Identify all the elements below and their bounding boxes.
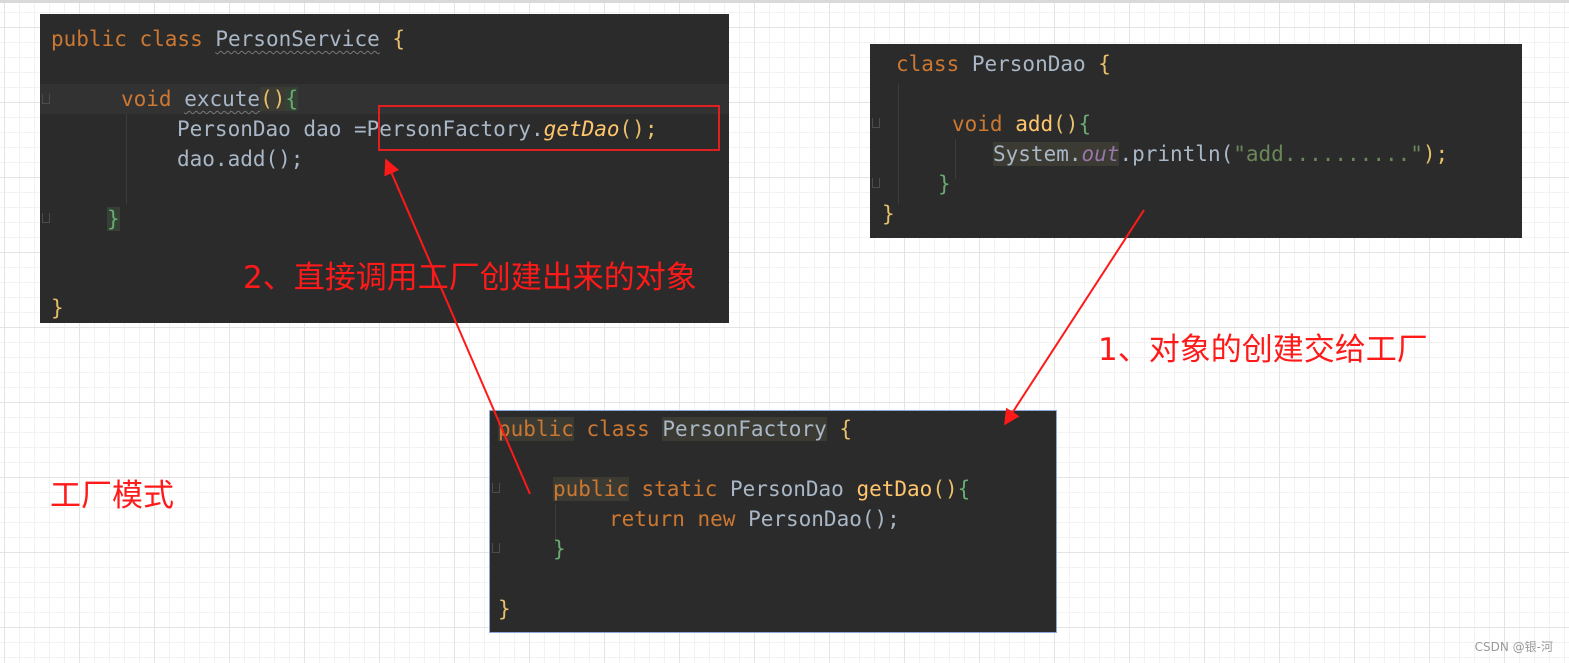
method-call: getDao	[543, 117, 620, 141]
keyword: public class	[51, 27, 216, 51]
paren: ()	[260, 87, 286, 111]
factory-ref: PersonFactory.	[366, 117, 544, 141]
static-field: out	[1081, 142, 1120, 166]
keyword: void	[952, 112, 1016, 136]
code-line-2: void add(){	[952, 109, 1091, 139]
fold-marker	[42, 213, 50, 223]
code-line-3: System.out.println("add..........");	[993, 139, 1448, 169]
fold-marker	[872, 118, 880, 128]
highlight-box	[378, 105, 720, 151]
method-call: .println(	[1119, 142, 1234, 166]
indent-guide	[898, 84, 899, 204]
code-line-1: public class PersonService {	[51, 24, 405, 54]
brace: {	[285, 87, 299, 111]
fold-marker	[872, 178, 880, 188]
keyword: public	[498, 417, 574, 441]
code-line-6: }	[51, 293, 64, 323]
code-line-1: class PersonDao {	[896, 49, 1111, 79]
brace: }	[51, 296, 64, 320]
brace: }	[882, 202, 895, 226]
code-line-5: }	[107, 204, 120, 234]
string-literal: "add.........."	[1233, 142, 1423, 166]
call-end: );	[1422, 142, 1449, 166]
method-name: add	[1015, 112, 1054, 136]
code-line-1: public class PersonFactory {	[498, 414, 852, 444]
person-dao-code: class PersonDao { void add(){ System.out…	[870, 44, 1522, 238]
code-line-5: }	[498, 594, 511, 624]
indent-guide	[955, 139, 956, 179]
code-line-5: }	[882, 199, 895, 229]
keyword: void	[121, 87, 185, 111]
keyword: return new	[609, 507, 749, 531]
brace: {	[826, 417, 853, 441]
code-line-4: }	[553, 534, 566, 564]
watermark: CSDN @银-河	[1474, 640, 1553, 654]
brace: {	[1085, 52, 1111, 76]
paren: ()	[1053, 112, 1079, 136]
fold-marker	[492, 483, 500, 493]
constructor-call: PersonDao();	[748, 507, 900, 531]
brace: }	[553, 537, 566, 561]
brace: }	[938, 172, 951, 196]
annotation-step2: 2、直接调用工厂创建出来的对象	[243, 260, 697, 296]
indent-guide	[126, 114, 127, 204]
call-end: ();	[619, 117, 658, 141]
indent-guide	[555, 504, 556, 544]
keyword: public	[553, 477, 629, 501]
brace: {	[379, 27, 406, 51]
class-name: PersonDao	[971, 52, 1086, 76]
diagram-title: 工厂模式	[50, 478, 174, 514]
fold-marker	[42, 94, 50, 104]
code-line-2: public static PersonDao getDao(){	[553, 474, 970, 504]
code-line-4: }	[938, 169, 951, 199]
keyword: class	[896, 52, 972, 76]
class-name: PersonService	[215, 27, 380, 51]
code-line-2: void excute(){	[121, 84, 299, 114]
brace: {	[1078, 112, 1092, 136]
arrow-dao-to-factory	[1004, 209, 1145, 426]
code-line-3: PersonDao dao =PersonFactory.getDao();	[177, 114, 657, 144]
code-line-4: dao.add();	[177, 144, 303, 174]
system-ref: System.	[993, 142, 1082, 166]
brace: }	[107, 207, 120, 231]
brace: {	[957, 477, 971, 501]
paren: ()	[932, 477, 958, 501]
annotation-step1: 1、对象的创建交给工厂	[1098, 332, 1428, 368]
brace: }	[498, 597, 511, 621]
fold-marker	[492, 543, 500, 553]
arrow-factory-to-service	[384, 158, 531, 495]
class-name: PersonFactory	[662, 417, 827, 441]
code-line-3: return new PersonDao();	[609, 504, 900, 534]
current-line-highlight	[40, 84, 729, 114]
declaration: PersonDao dao =	[177, 117, 367, 141]
keyword: class	[573, 417, 663, 441]
method-name: getDao	[856, 477, 933, 501]
return-type: PersonDao	[730, 477, 857, 501]
top-border	[0, 0, 1569, 3]
keyword: static	[628, 477, 731, 501]
method-name: excute	[184, 87, 261, 111]
person-factory-code: public class PersonFactory { public stat…	[489, 410, 1057, 633]
statement: dao.add();	[177, 147, 304, 171]
